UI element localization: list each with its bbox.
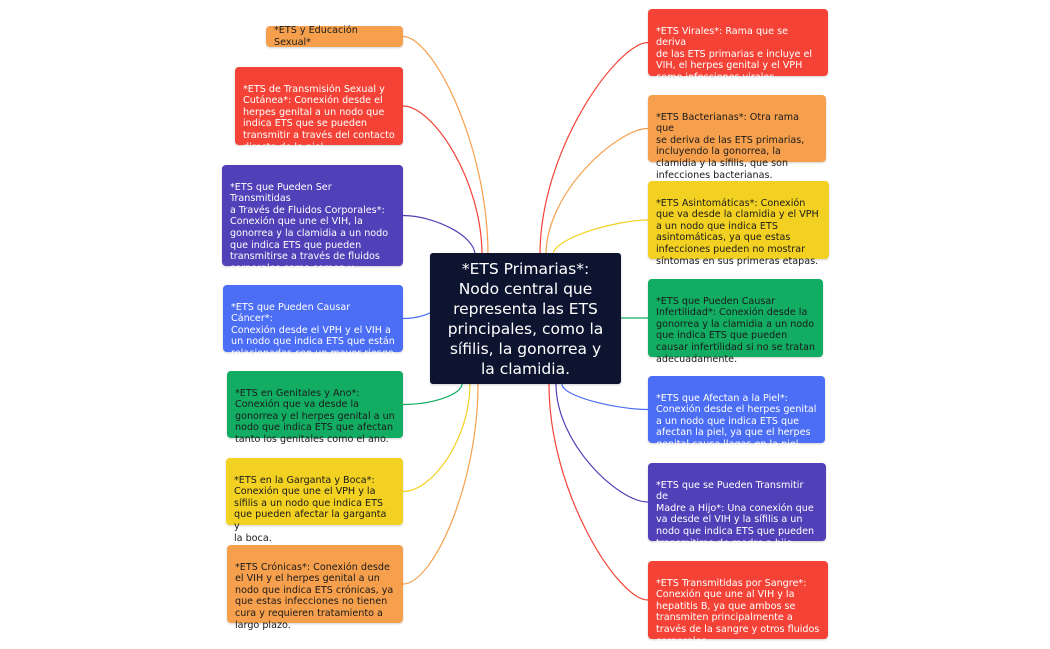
connector-left-6 [402,383,479,585]
node-text: *ETS Crónicas*: Conexión desde el VIH y … [235,561,394,631]
right-node-asintomaticas[interactable]: *ETS Asintomáticas*: Conexión que va des… [648,181,829,267]
left-node-fluidos-corporales[interactable]: *ETS que Pueden Ser Transmitidas a Travé… [222,165,403,285]
node-text: *ETS Transmitidas por Sangre*: Conexión … [656,577,820,647]
right-node-virales[interactable]: *ETS Virales*: Rama que se deriva de las… [648,9,828,95]
right-node-infertilidad[interactable]: *ETS que Pueden Causar Infertilidad*: Co… [648,279,823,365]
node-text: *ETS que Afectan a la Piel*: Conexión de… [656,392,817,450]
left-node-transmision-sexual-cutanea[interactable]: *ETS de Transmisión Sexual y Cutánea*: C… [235,67,403,153]
central-node-text: *ETS Primarias*: Nodo central que repres… [447,259,604,378]
connector-left-5 [402,383,471,493]
node-text: *ETS de Transmisión Sexual y Cutánea*: C… [243,83,395,153]
connector-right-1 [545,127,649,256]
left-node-ets-educacion-sexual[interactable]: *ETS y Educación Sexual* [266,24,403,48]
connector-right-6 [548,383,649,601]
node-text: *ETS en Genitales y Ano*: Conexión que v… [235,387,395,445]
connector-right-0 [539,41,649,256]
node-text: *ETS que Pueden Causar Infertilidad*: Co… [656,295,815,365]
left-node-causar-cancer[interactable]: *ETS que Pueden Causar Cáncer*: Conexión… [223,285,403,371]
left-node-cronicas[interactable]: *ETS Crónicas*: Conexión desde el VIH y … [227,545,403,631]
right-node-bacterianas[interactable]: *ETS Bacterianas*: Otra rama que se deri… [648,95,826,181]
node-text: *ETS que se Pueden Transmitir de Madre a… [656,479,815,561]
central-node[interactable]: *ETS Primarias*: Nodo central que repres… [430,253,621,384]
node-text: *ETS que Pueden Causar Cáncer*: Conexión… [231,301,395,371]
left-node-genitales-ano[interactable]: *ETS en Genitales y Ano*: Conexión que v… [227,371,403,445]
node-text: *ETS en la Garganta y Boca*: Conexión qu… [234,474,387,544]
node-text: *ETS Asintomáticas*: Conexión que va des… [656,197,819,267]
connector-left-1 [402,105,483,256]
node-text: *ETS Virales*: Rama que se deriva de las… [656,25,813,95]
connector-left-4 [402,383,463,406]
connector-right-4 [561,383,649,411]
node-text: *ETS que Pueden Ser Transmitidas a Travé… [230,181,389,286]
right-node-madre-hijo[interactable]: *ETS que se Pueden Transmitir de Madre a… [648,463,826,560]
connector-left-0 [402,35,489,256]
node-text: *ETS y Educación Sexual* [274,24,358,48]
connector-left-2 [402,214,476,256]
right-node-transmitidas-sangre[interactable]: *ETS Transmitidas por Sangre*: Conexión … [648,561,828,647]
connector-right-5 [555,383,649,503]
left-node-garganta-boca[interactable]: *ETS en la Garganta y Boca*: Conexión qu… [226,458,403,544]
node-text: *ETS Bacterianas*: Otra rama que se deri… [656,111,805,181]
right-node-afectan-piel[interactable]: *ETS que Afectan a la Piel*: Conexión de… [648,376,825,450]
connector-right-2 [552,219,649,256]
